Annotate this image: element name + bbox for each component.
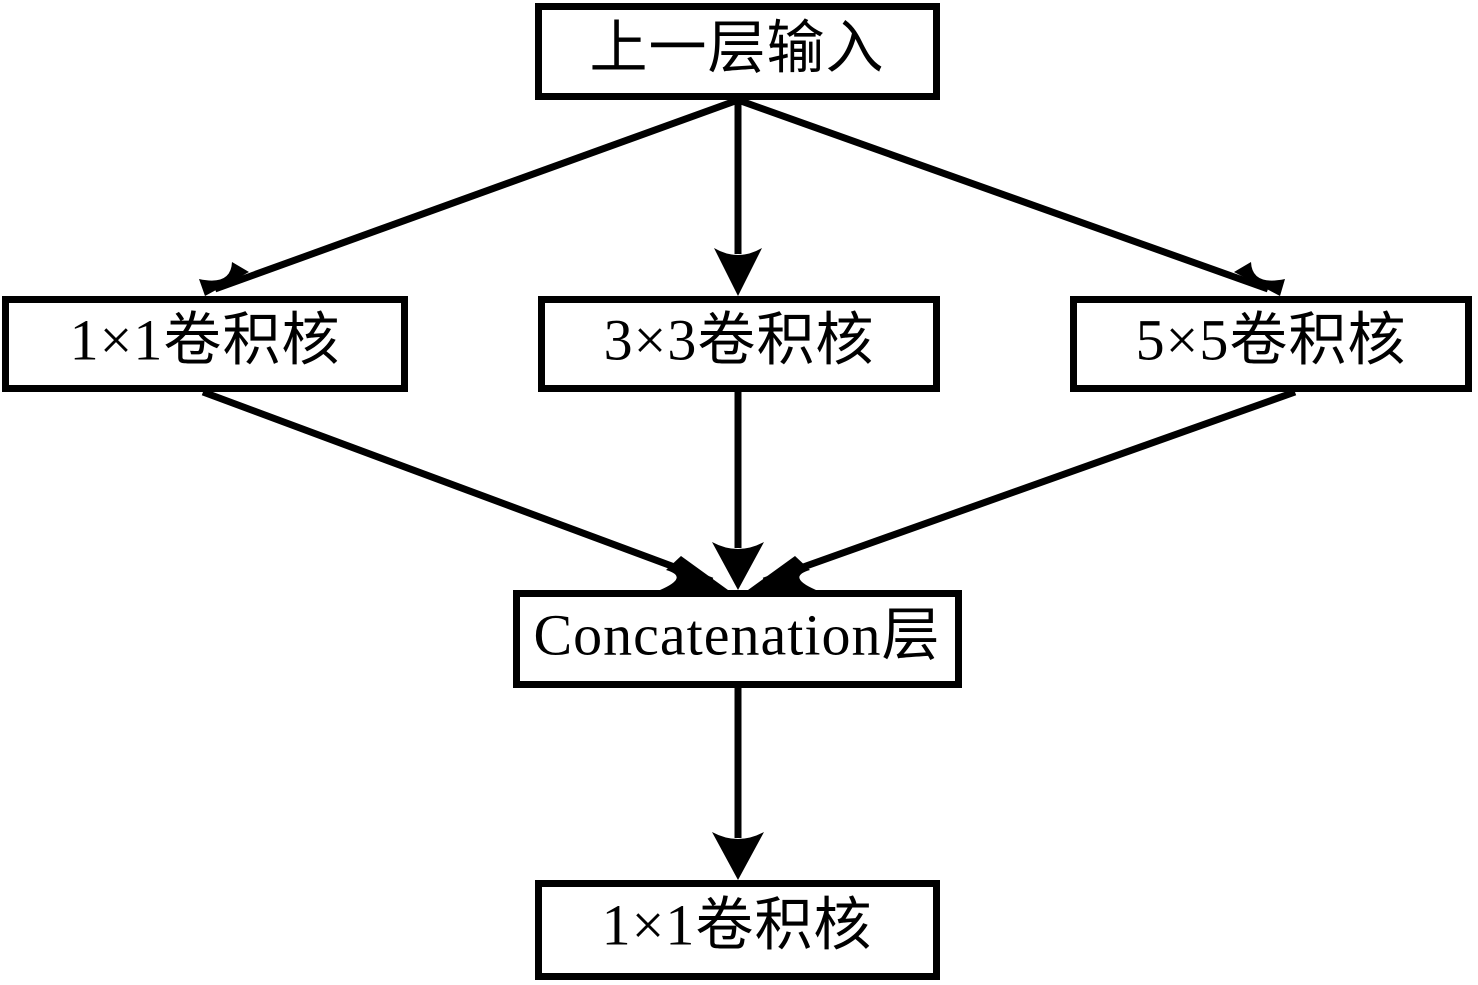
node-label: 1×1卷积核 <box>602 892 873 957</box>
edge-conv3-to-concat <box>712 392 764 590</box>
node-box[interactable] <box>538 296 940 392</box>
node-label: 上一层输入 <box>589 15 884 80</box>
node-conv1x1-output[interactable]: 1×1卷积核 <box>535 880 940 980</box>
edge-input-to-conv5 <box>736 96 1285 296</box>
edge-line <box>201 388 714 585</box>
arrow-head-icon <box>748 556 816 590</box>
arrow-head-icon <box>1234 262 1285 296</box>
node-input[interactable]: 上一层输入 <box>535 3 940 100</box>
node-label: 3×3卷积核 <box>604 307 875 372</box>
arrow-head-icon <box>714 248 762 296</box>
node-conv3x3[interactable]: 3×3卷积核 <box>538 296 940 392</box>
node-box[interactable] <box>535 880 940 980</box>
arrow-head-icon <box>712 832 764 880</box>
edge-line <box>736 96 1270 293</box>
edge-input-to-conv3 <box>714 100 762 296</box>
node-label: 1×1卷积核 <box>70 307 341 372</box>
edge-concat-to-out1 <box>712 688 764 880</box>
node-conv1x1-left[interactable]: 1×1卷积核 <box>2 296 408 392</box>
node-label: Concatenation层 <box>533 602 940 667</box>
edges-layer <box>199 96 1297 880</box>
edge-line <box>213 96 740 293</box>
node-box[interactable] <box>2 296 408 392</box>
node-box[interactable] <box>513 590 962 688</box>
arrow-head-icon <box>660 556 728 590</box>
node-conv5x5[interactable]: 5×5卷积核 <box>1070 296 1472 392</box>
node-label: 5×5卷积核 <box>1136 307 1407 372</box>
arrow-head-icon <box>712 542 764 590</box>
edge-conv1-to-concat <box>201 388 728 590</box>
node-concatenation[interactable]: Concatenation层 <box>513 590 962 688</box>
edge-conv5-to-concat <box>748 388 1297 590</box>
edge-line <box>762 388 1297 585</box>
nodes-layer: 上一层输入 1×1卷积核 3×3卷积核 5×5卷积核 Concatenation… <box>2 3 1472 980</box>
edge-input-to-conv1 <box>199 96 740 296</box>
node-box[interactable] <box>535 3 940 100</box>
arrow-head-icon <box>199 262 249 296</box>
node-box[interactable] <box>1070 296 1472 392</box>
